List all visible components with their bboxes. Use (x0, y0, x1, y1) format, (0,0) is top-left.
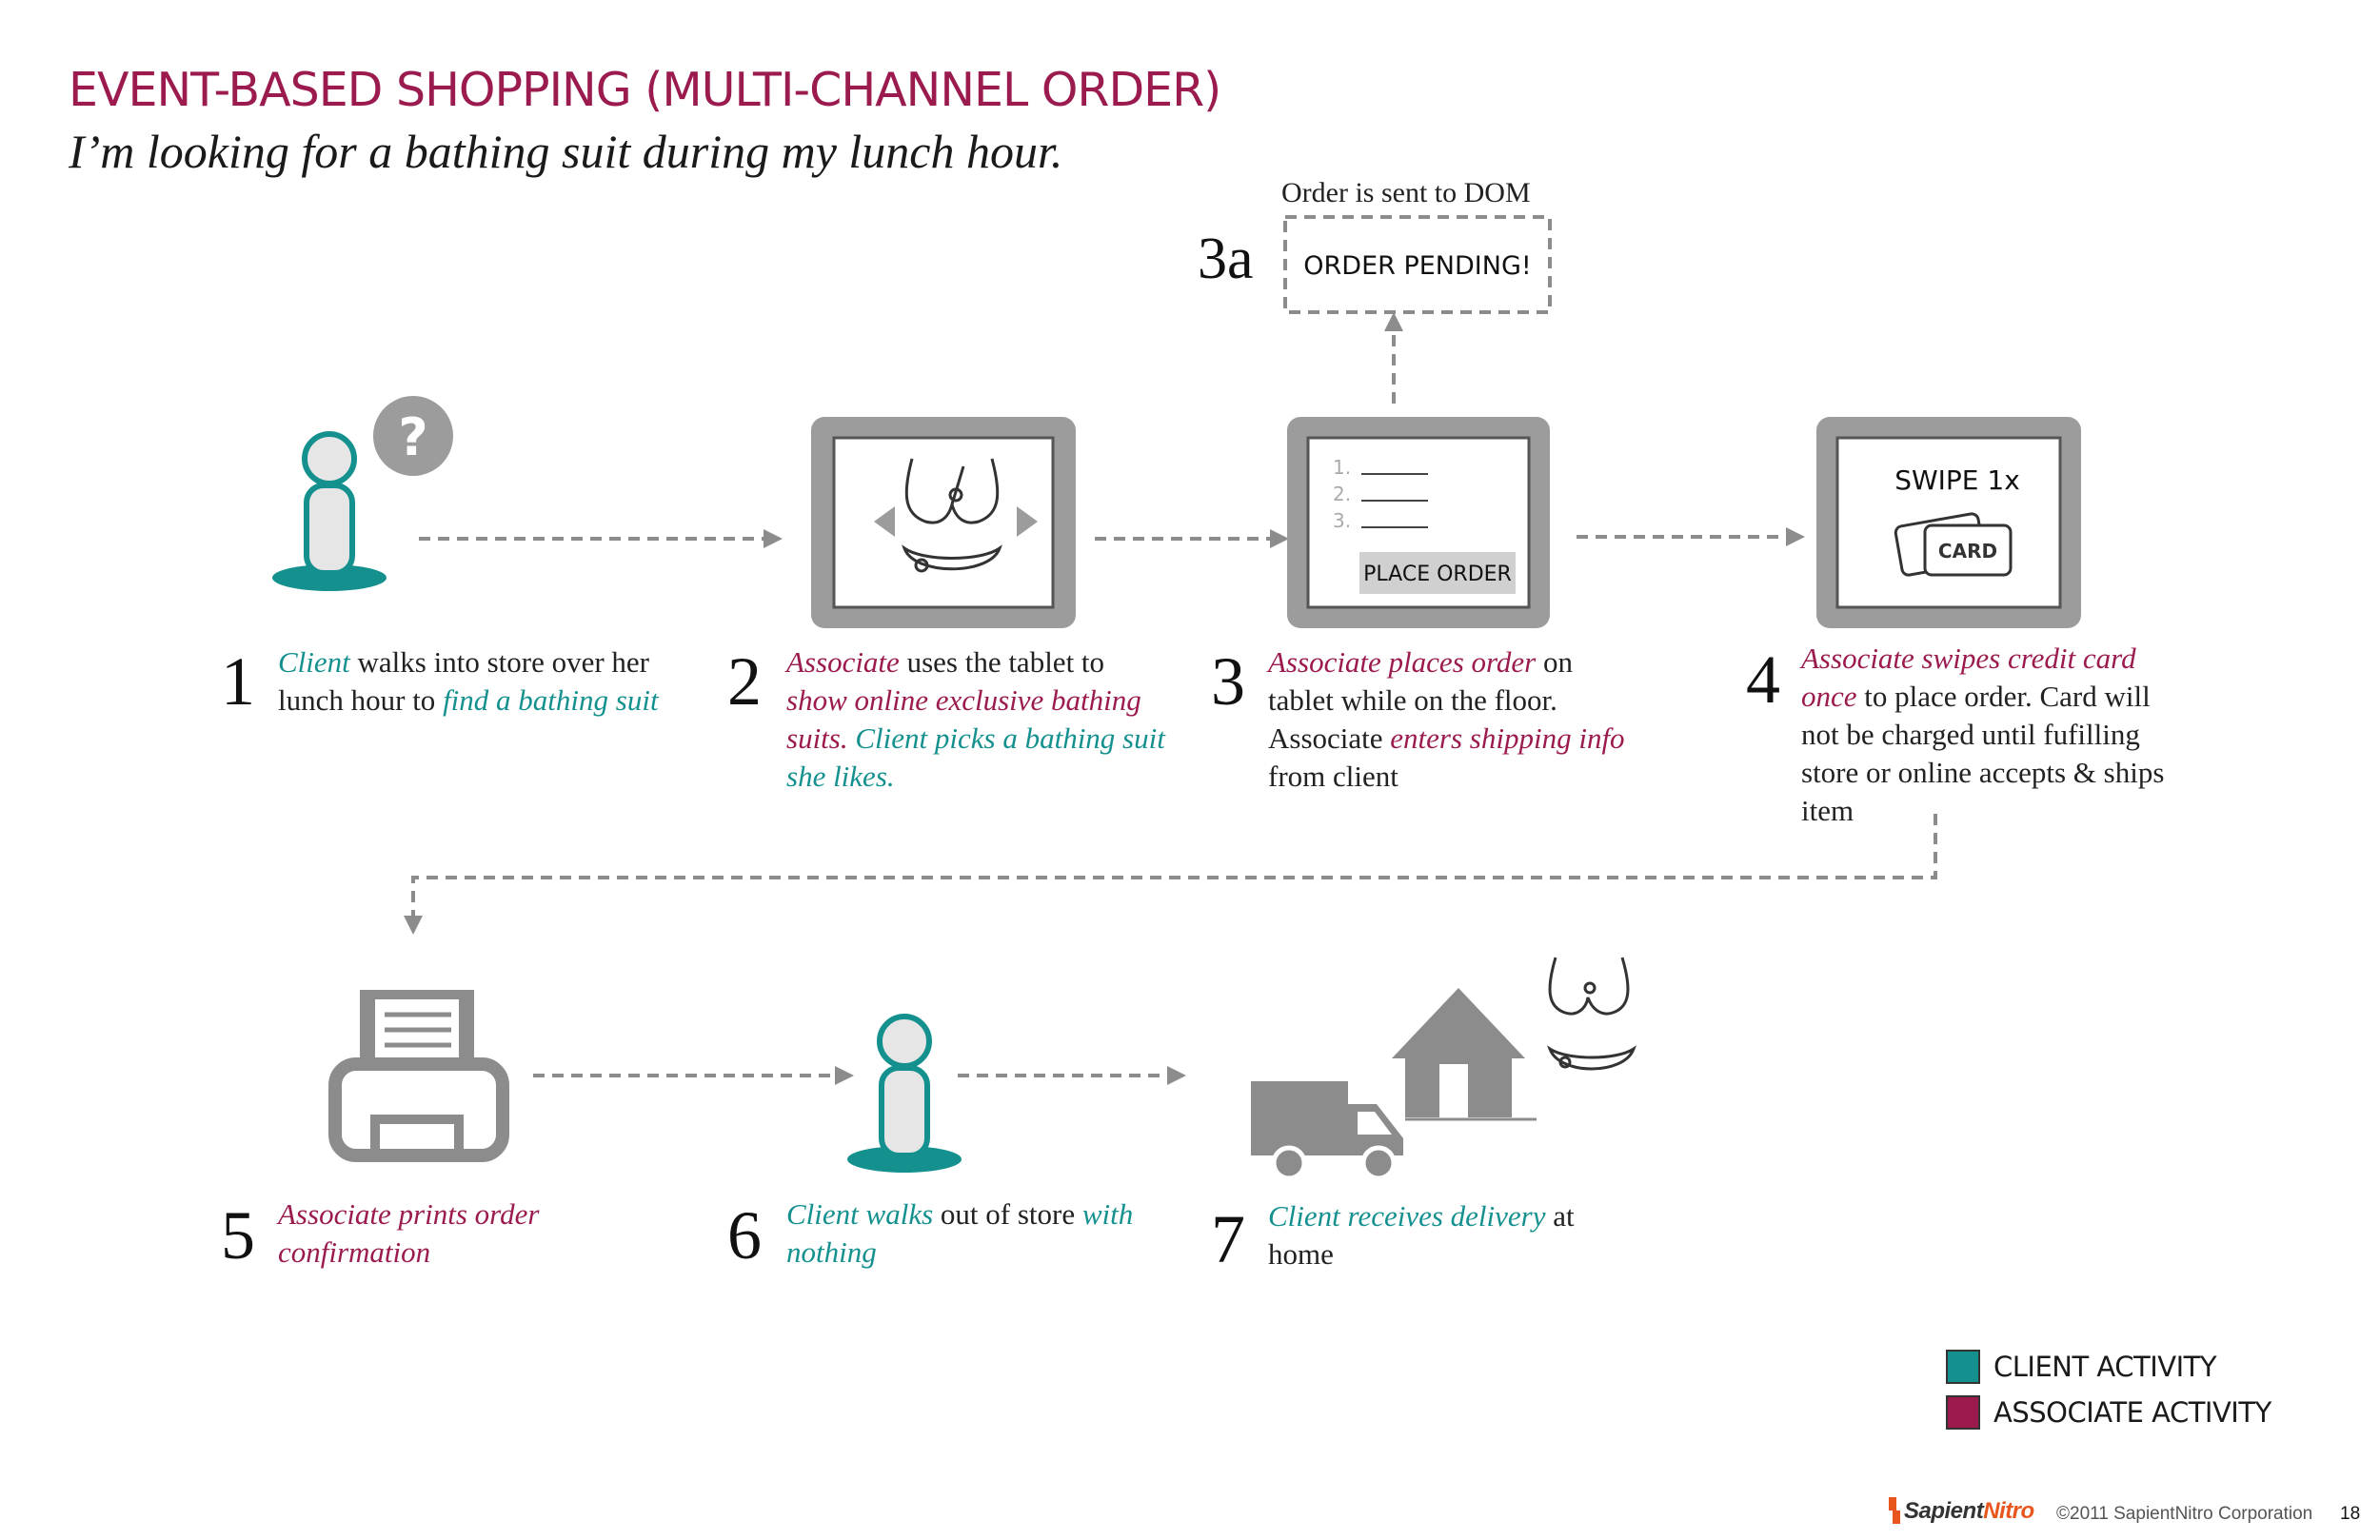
delivery-truck-icon (1251, 1081, 1403, 1181)
tablet-place-order-icon: 1. 2. 3. PLACE ORDER (1287, 417, 1550, 628)
arrow-left-icon (874, 506, 895, 537)
client-person-icon (272, 431, 387, 591)
svg-text:?: ? (398, 407, 427, 467)
question-bubble-icon: ? (373, 396, 453, 476)
legend-associate-label: ASSOCIATE ACTIVITY (1993, 1396, 2271, 1429)
order-line-1: 1. (1333, 456, 1351, 479)
order-line-3: 3. (1333, 509, 1351, 532)
page-subtitle: I’m looking for a bathing suit during my… (69, 125, 1063, 178)
step-5-text: Associate prints order confirmation (278, 1197, 540, 1269)
step-2-number: 2 (727, 643, 762, 720)
page-title: EVENT-BASED SHOPPING (MULTI-CHANNEL ORDE… (69, 63, 1221, 117)
order-pending-label: ORDER PENDING! (1303, 251, 1531, 281)
step-4-text: Associate swipes credit card once to pla… (1801, 642, 2165, 827)
credit-card-icon (1923, 523, 2013, 577)
order-line-2: 2. (1333, 483, 1351, 505)
step-3-number: 3 (1211, 643, 1245, 720)
legend-associate: ASSOCIATE ACTIVITY (1946, 1395, 2271, 1430)
step3a-number: 3a (1198, 227, 1254, 291)
client-leaving-icon (847, 1014, 962, 1173)
step-3-text: Associate places order on tablet while o… (1268, 645, 1625, 793)
step-1-number: 1 (221, 643, 255, 720)
place-order-label: PLACE ORDER (1363, 563, 1512, 586)
footer-copyright: ©2011 SapientNitro Corporation (2056, 1504, 2313, 1524)
tablet-bathing-suits-icon (811, 417, 1076, 628)
card-label: CARD (1938, 540, 1997, 563)
legend-associate-swatch (1946, 1395, 1980, 1430)
arrow-4-5 (404, 814, 1937, 935)
arrow-right-icon (1017, 506, 1038, 537)
page-number: 18 (2340, 1504, 2361, 1524)
step-4-number: 4 (1746, 642, 1780, 718)
step-7-text: Client receives delivery at home (1268, 1199, 1575, 1271)
legend-client-label: CLIENT ACTIVITY (1993, 1351, 2217, 1383)
step3a-caption: Order is sent to DOM (1281, 177, 1531, 208)
order-pending-box: ORDER PENDING! (1283, 215, 1552, 314)
step-6-text: Client walks out of store with nothing (786, 1197, 1134, 1269)
house-icon (1392, 988, 1537, 1121)
step-6-number: 6 (727, 1197, 762, 1273)
footer-brand: SapientNitro (1904, 1498, 2034, 1524)
step-5-number: 5 (221, 1197, 255, 1273)
step-1-text: Client walks into store over her lunch h… (278, 645, 659, 717)
sapientnitro-logo-icon (1889, 1497, 1900, 1524)
legend-client: CLIENT ACTIVITY (1946, 1350, 2217, 1384)
bathing-suit-delivered-icon (1547, 957, 1636, 1071)
legend-client-swatch (1946, 1350, 1980, 1384)
printer-icon (328, 990, 509, 1162)
step-7-number: 7 (1211, 1201, 1245, 1277)
step-2-text: Associate uses the tablet to show online… (786, 645, 1165, 793)
swipe-label: SWIPE 1x (1894, 464, 2020, 496)
tablet-swipe-card-icon: SWIPE 1x CARD (1816, 417, 2081, 628)
